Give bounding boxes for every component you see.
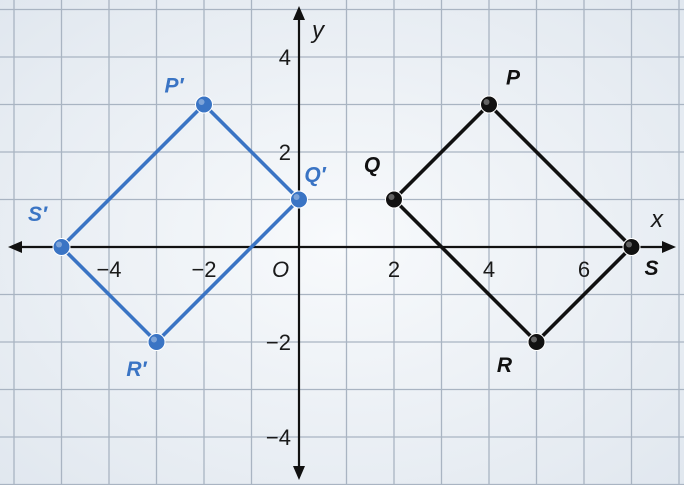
tick-labels: −4 −2 2 4 6 4 2 −2 −4 [96,45,590,450]
x-tick-label: 4 [483,257,495,282]
vertex-highlight [56,241,62,248]
vertex-label: P′ [164,75,184,98]
vertex-highlight [483,99,490,105]
vertex-point [622,238,641,256]
origin-label: O [272,257,289,282]
vertex-label: R′ [126,358,147,381]
vertex-highlight [293,194,300,200]
x-tick-label: −4 [96,257,121,282]
x-tick-label: 2 [388,257,400,282]
y-axis-arrow-down [293,466,305,480]
vertex-highlight [531,336,537,343]
vertex-point [147,333,166,351]
vertex-highlight [151,336,157,343]
y-tick-label: −4 [266,425,291,450]
original-quadrilateral: P Q R S [364,67,659,378]
image-quadrilateral: P′ Q′ R′ S′ [28,75,327,382]
y-tick-label: 4 [279,45,291,70]
vertex-highlight [388,194,395,200]
x-axis-arrow-left [8,241,22,253]
vertex-highlight [626,241,632,248]
vertex-point [480,95,498,114]
vertex-label: R [497,354,513,377]
x-axis-label: x [650,206,664,233]
vertex-label: P [506,67,521,90]
x-tick-label: −2 [191,257,216,282]
quadrilaterals: P′ Q′ R′ S′ P Q R S [28,67,659,382]
y-tick-label: 2 [279,140,291,165]
vertex-point [290,190,308,209]
vertex-label: S [644,257,658,280]
vertex-point [195,95,213,114]
axes: x y O [8,6,676,480]
x-tick-label: 6 [578,257,590,282]
x-axis-arrow-right [662,241,676,253]
y-axis-arrow-up [293,6,305,20]
vertex-highlight [198,99,205,105]
vertex-point [52,238,71,256]
vertex-label: Q′ [304,164,326,187]
vertex-label: S′ [28,203,48,226]
vertex-label: Q [364,154,380,177]
y-tick-label: −2 [266,330,291,355]
y-axis-label: y [310,17,326,44]
vertex-point [385,190,403,209]
vertex-point [527,333,546,351]
